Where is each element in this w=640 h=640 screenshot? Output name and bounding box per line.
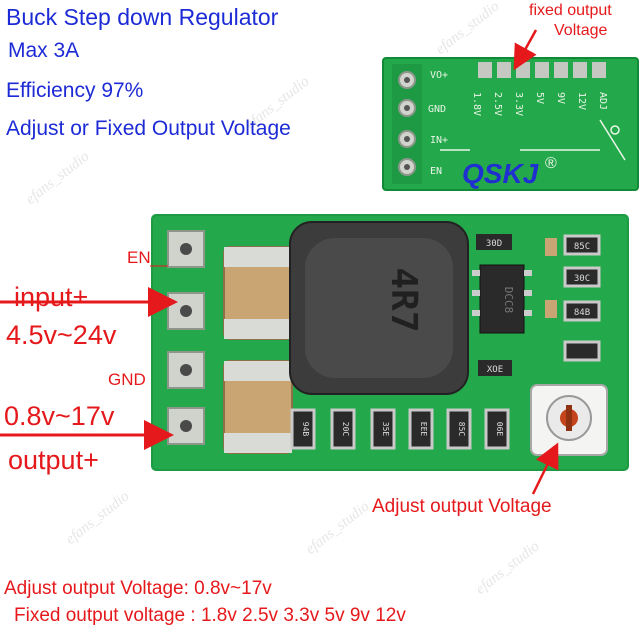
footer-adjust-range: Adjust output Voltage: 0.8v~17v [4,578,272,599]
back-voltage-label: 12V [576,92,587,110]
back-voltage-label: ADJ [597,92,608,110]
resistor-label: 94B [301,422,310,437]
callout-output: output+ [8,445,99,475]
headline-max-current: Max 3A [8,39,80,62]
callout-fixed-output: fixed output [529,2,612,19]
callout-fixed-voltage: Voltage [554,22,608,39]
back-pin-label: IN+ [430,135,448,146]
resistor-label: EEE [419,422,428,437]
headline-output-mode: Adjust or Fixed Output Voltage [6,117,291,140]
ic-marking: DCC8 [502,287,515,314]
part-label: 30D [486,239,502,249]
resistor-label: 06E [495,422,504,437]
registered-mark: ® [545,155,557,172]
callout-input-range: 4.5v~24v [6,320,117,350]
part-label: XOE [487,365,503,375]
resistor-label: 85C [574,242,590,252]
footer-fixed-voltages: Fixed output voltage : 1.8v 2.5v 3.3v 5v… [14,605,406,626]
headline-title: Buck Step down Regulator [6,4,279,30]
board-back-view: VO+ GND IN+ EN 1.8V 2.5V 3.3V 5V 9V 12V … [382,57,639,191]
back-pin-label: EN [430,166,442,177]
resistor-label: 84B [574,308,590,318]
callout-input: input+ [14,282,89,312]
headline-efficiency: Efficiency 97% [6,79,144,102]
callout-gnd-pin: GND [108,370,146,389]
resistor-label: 20C [341,422,350,437]
brand-logo: QSKJ [462,158,540,189]
annotation-arrows [0,29,559,495]
callout-en-pin: EN [127,248,151,267]
back-voltage-label: 3.3V [513,92,524,116]
resistor-label: 85C [457,422,466,437]
board-front-view: 4R7 DCC8 30D XOE 85C 30C 84B 94B 20C 35E… [151,214,629,471]
back-voltage-label: 5V [534,92,545,104]
back-pin-label: VO+ [430,70,448,81]
inductor-marking: 4R7 [383,267,424,332]
callout-output-range: 0.8v~17v [4,401,115,431]
back-voltage-label: 9V [555,92,566,104]
back-voltage-label: 2.5V [492,92,503,116]
resistor-label: 35E [381,422,390,437]
back-voltage-label: 1.8V [471,92,482,116]
callout-adjust-voltage: Adjust output Voltage [372,496,552,517]
resistor-label: 30C [574,274,590,284]
back-pin-label: GND [428,104,446,115]
